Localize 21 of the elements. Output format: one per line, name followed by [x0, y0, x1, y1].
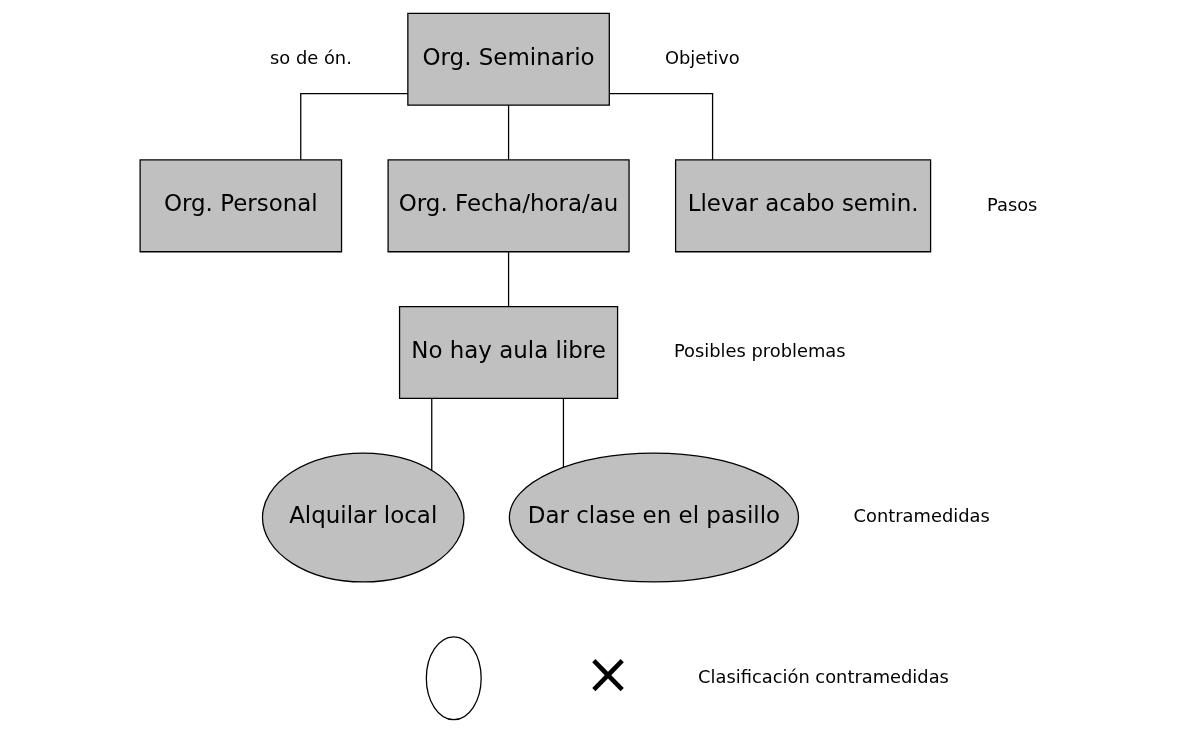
label: Pasos — [986, 193, 1037, 215]
connector — [299, 93, 408, 161]
connector — [562, 397, 564, 468]
connector — [507, 104, 509, 161]
node-box: Org. Fecha/hora/au — [386, 159, 630, 253]
connector — [608, 93, 713, 161]
node-ellipse: Alquilar local — [261, 452, 465, 583]
label: Posibles problemas — [673, 340, 846, 362]
node-box: Org. Personal — [138, 159, 342, 253]
connector — [507, 251, 509, 307]
label: Objetivo — [664, 46, 740, 68]
connector — [430, 397, 432, 471]
node-box: Org. Seminario — [406, 12, 610, 106]
label: Contramedidas — [853, 505, 990, 527]
label: × — [584, 640, 632, 706]
node-ellipse: Dar clase en el pasillo — [508, 452, 799, 583]
label: so de ón. — [269, 46, 352, 68]
node-circle — [425, 636, 482, 721]
node-box: No hay aula libre — [398, 305, 618, 399]
label: Clasificación contramedidas — [697, 665, 949, 687]
node-box: Llevar acabo semin. — [674, 159, 931, 253]
